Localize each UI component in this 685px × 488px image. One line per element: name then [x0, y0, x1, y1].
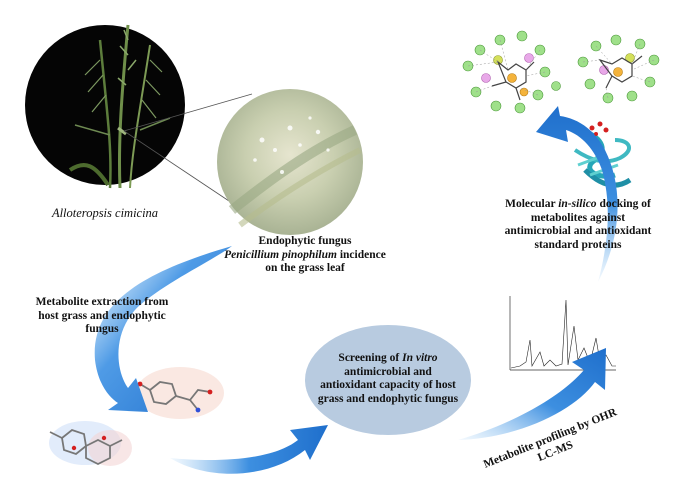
- flow-arrows: [94, 106, 618, 474]
- fungus-line-2: Penicillium pinophilum incidence: [210, 249, 400, 263]
- leaf-micrograph: [217, 89, 363, 235]
- extraction-label: Metabolite extraction from host grass an…: [22, 296, 182, 337]
- extraction-line-3: fungus: [85, 323, 119, 335]
- fungus-line-3: on the grass leaf: [265, 262, 345, 274]
- screening-ellipse: [305, 325, 471, 435]
- docking-line-4: standard proteins: [534, 238, 622, 251]
- screening-line-3: antioxidant capacity of host: [320, 379, 456, 391]
- docking-line-1-pre: Molecular: [505, 198, 559, 210]
- docking-line-1: Molecular in-silico docking of: [478, 198, 678, 212]
- screening-line-4: grass and endophytic fungus: [317, 392, 459, 405]
- screening-line-1: Screening of In vitro: [310, 352, 466, 366]
- screening-label: Screening of In vitro antimicrobial and …: [310, 352, 466, 406]
- extraction-line-2: host grass and endophytic: [38, 309, 166, 322]
- screening-line-1-em: In vitro: [402, 352, 438, 364]
- screening-line-1-pre: Screening of: [338, 352, 403, 364]
- docking-line-1-em: in-silico: [558, 198, 597, 210]
- docking-interaction-diagrams: [462, 30, 660, 114]
- fungus-line-2-rest: incidence: [336, 248, 386, 261]
- docking-line-1-post: docking of: [596, 198, 651, 210]
- grass-photo: [25, 24, 185, 189]
- fungus-line-1: Endophytic fungus: [258, 235, 352, 247]
- docking-label: Molecular in-silico docking of metabolit…: [478, 198, 678, 252]
- plant-name-label: Alloteropsis cimicina: [51, 206, 159, 220]
- docking-line-3: antimicrobial and antioxidant: [504, 225, 652, 237]
- zoom-line-bottom: [123, 130, 236, 206]
- fungus-species: Penicillium pinophilum: [224, 248, 337, 261]
- docking-line-2: metabolites against: [530, 211, 626, 224]
- extraction-line-1: Metabolite extraction from: [35, 296, 169, 308]
- fungus-label: Endophytic fungus Penicillium pinophilum…: [210, 235, 400, 276]
- screening-line-2: antimicrobial and: [344, 365, 432, 378]
- metabolite-structures: [49, 367, 224, 466]
- zoom-line-top: [123, 93, 253, 132]
